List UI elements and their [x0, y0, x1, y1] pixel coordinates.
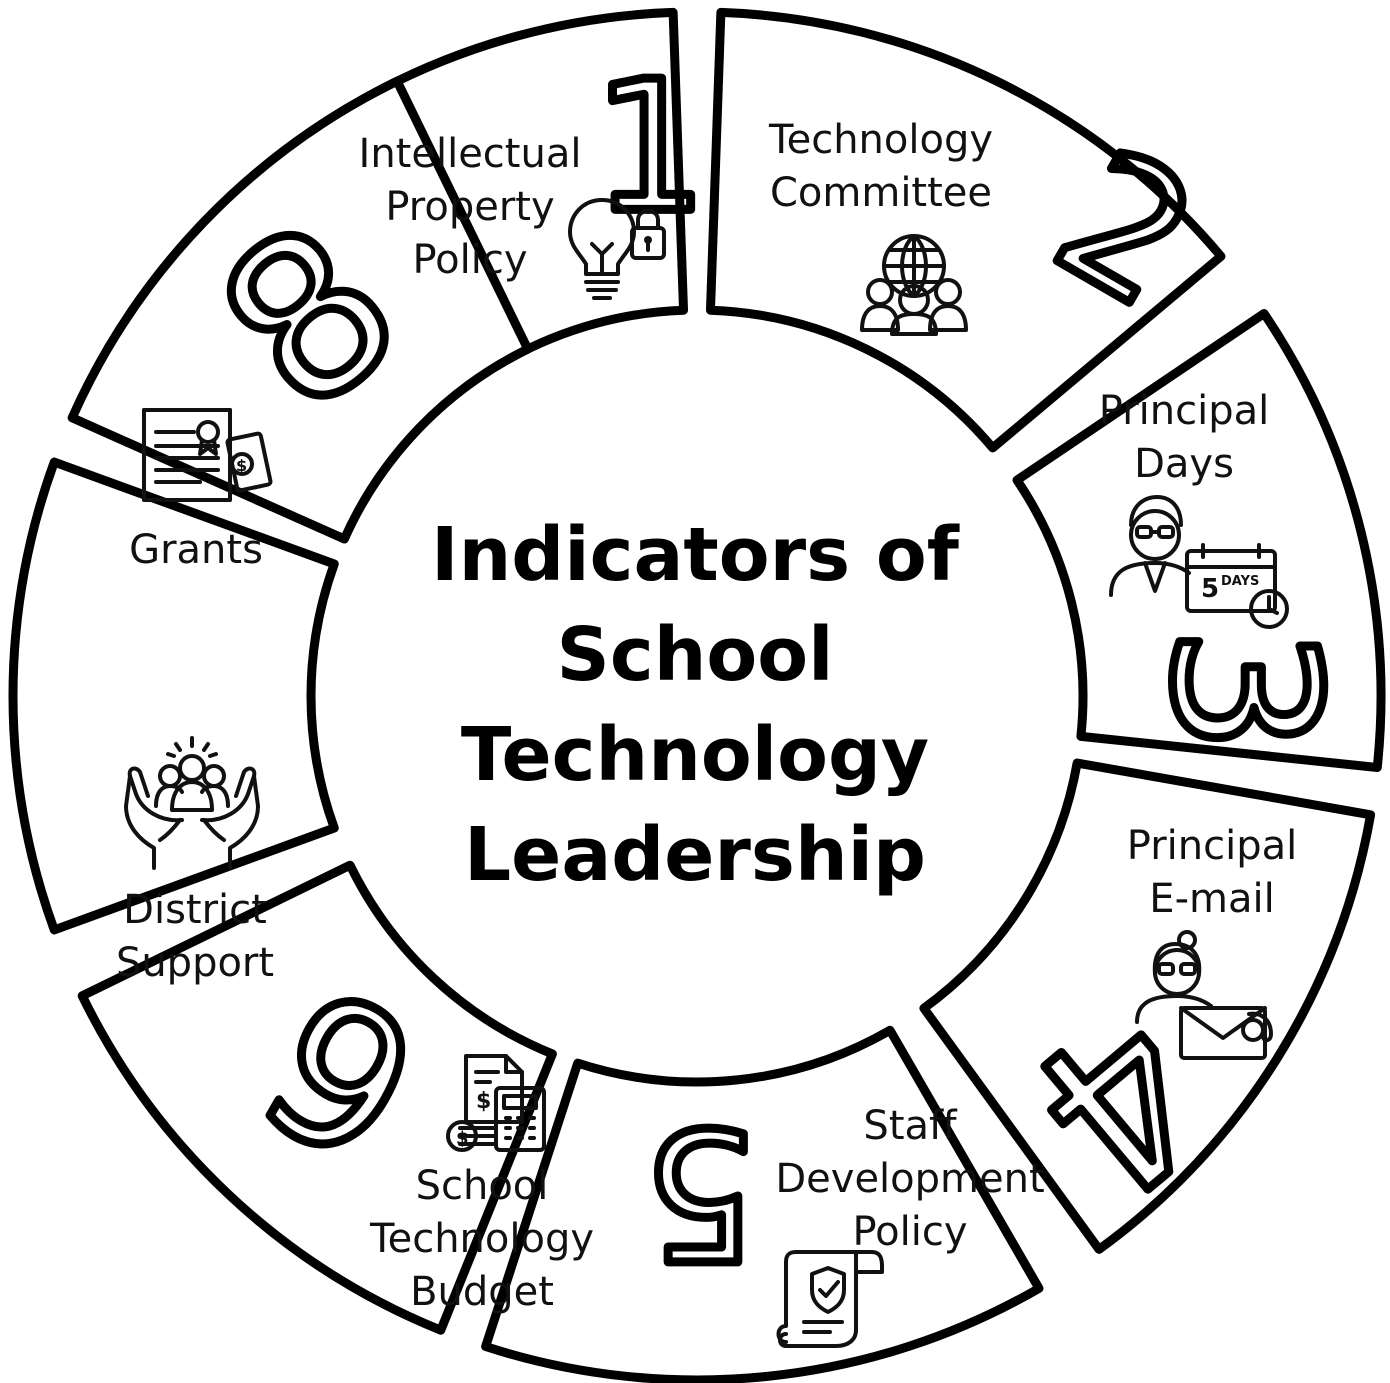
label-line: Principal — [1126, 823, 1298, 869]
svg-text:$: $ — [456, 1128, 469, 1149]
label-line: Technology — [369, 1216, 595, 1262]
grant-document-icon: $ — [142, 408, 273, 502]
support-hands-icon — [124, 736, 260, 870]
segment-label-staff-development-policy: Staff Development Policy — [775, 1100, 1044, 1259]
ring-segment-4 — [919, 758, 1376, 1254]
label-line: Technology — [768, 117, 994, 163]
center-title: Indicators of School Technology Leadersh… — [431, 505, 959, 905]
ring-segment-3 — [1012, 309, 1386, 772]
ring-segment-5 — [481, 1025, 1044, 1383]
svg-text:$: $ — [236, 456, 247, 475]
label-line: Development — [775, 1156, 1045, 1202]
principal-email-icon — [1135, 930, 1273, 1060]
ring-segments — [8, 7, 1386, 1383]
center-title-line: Leadership — [464, 812, 926, 898]
label-line: Staff — [863, 1103, 957, 1149]
label-line: Policy — [852, 1209, 968, 1255]
label-line: Intellectual — [358, 131, 582, 177]
segment-numeral: 5 — [643, 1088, 758, 1297]
segment-label-intellectual-property-policy: Intellectual Property Policy — [359, 128, 582, 287]
label-line: Principal — [1098, 388, 1270, 434]
ring-segment-6 — [77, 860, 557, 1335]
label-line: Budget — [410, 1269, 554, 1315]
budget-calculator-icon: $ $ — [446, 1054, 546, 1152]
label-line: Days — [1134, 441, 1234, 487]
segment-label-technology-committee: Technology Committee — [769, 114, 993, 220]
label-line: Policy — [412, 237, 528, 283]
segment-label-school-technology-budget: School Technology Budget — [370, 1160, 594, 1319]
label-line: E-mail — [1149, 876, 1275, 922]
globe-people-icon — [860, 234, 968, 336]
segment-label-district-support: District Support — [116, 884, 274, 990]
center-title-line: School — [556, 612, 834, 698]
svg-text:5: 5 — [1201, 574, 1219, 604]
label-line: School — [415, 1163, 549, 1209]
svg-text:DAYS: DAYS — [1221, 574, 1259, 589]
principal-calendar-icon: 5 DAYS — [1109, 495, 1289, 629]
label-line: Support — [115, 940, 275, 986]
segment-label-principal-days: Principal Days — [1099, 385, 1269, 491]
policy-scroll-icon — [776, 1250, 884, 1348]
label-line: Grants — [129, 527, 263, 573]
center-title-line: Indicators of — [431, 512, 959, 598]
segment-numeral: 3 — [1127, 626, 1360, 753]
label-line: District — [123, 887, 267, 933]
ring-segment-7 — [8, 457, 339, 935]
segment-label-grants: Grants — [129, 524, 263, 577]
lightbulb-lock-icon — [568, 198, 666, 300]
segment-label-principal-email: Principal E-mail — [1127, 820, 1297, 926]
label-line: Property — [385, 184, 555, 230]
svg-text:$: $ — [476, 1089, 491, 1114]
ring-segment-2 — [705, 7, 1226, 453]
ring-segment-8 — [67, 76, 533, 544]
center-title-line: Technology — [460, 712, 930, 798]
label-line: Committee — [769, 170, 993, 216]
segment-numeral: 1 — [593, 43, 708, 252]
